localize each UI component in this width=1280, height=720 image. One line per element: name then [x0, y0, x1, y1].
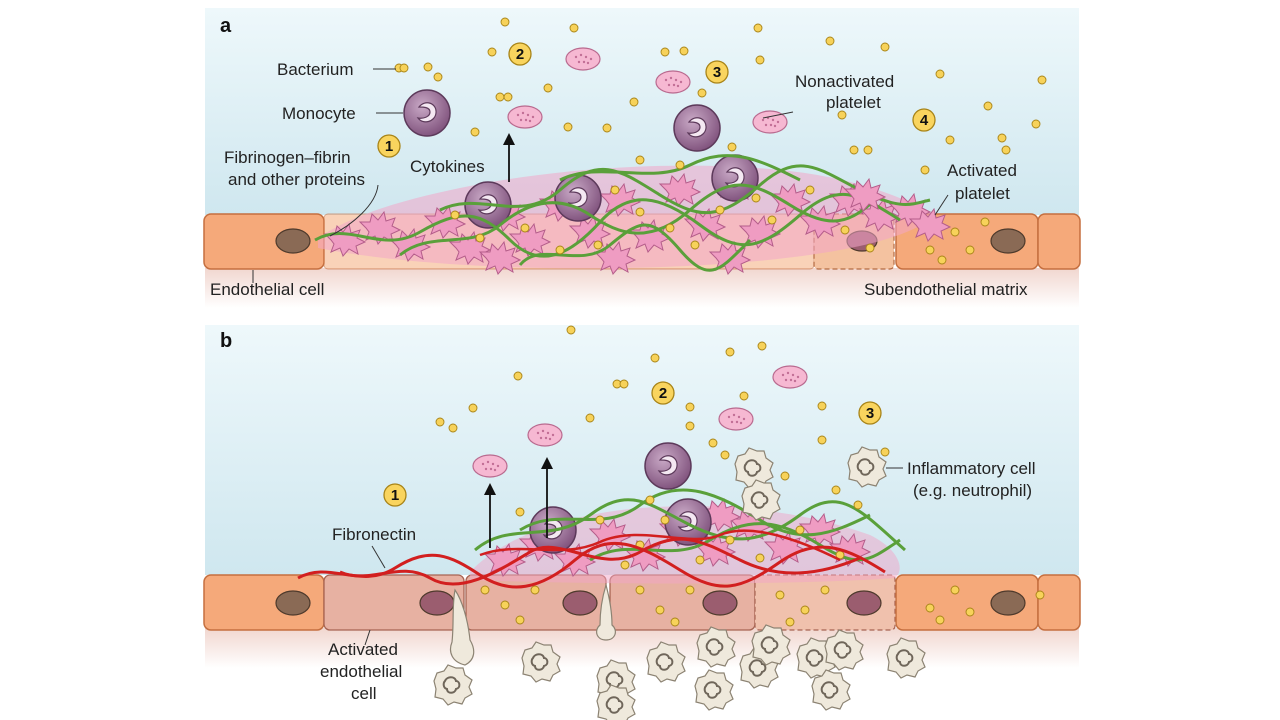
inflammatory-cells	[433, 446, 926, 720]
leader-lines-b	[364, 467, 903, 646]
panel-b-letter: b	[220, 330, 232, 352]
nucleus	[990, 590, 1026, 616]
label-activated-endo-3: cell	[351, 684, 377, 703]
nucleus	[275, 590, 311, 616]
label-nonactivated-1: Nonactivated	[795, 72, 894, 91]
fibronectin-strands	[297, 529, 886, 589]
platelet-a-1	[565, 47, 601, 71]
platelet-a-2	[655, 70, 691, 94]
label-fibronectin: Fibronectin	[332, 525, 416, 544]
platelet-a-3	[507, 105, 543, 129]
step-badge-a-2: 2	[508, 42, 532, 66]
svg-text:1: 1	[385, 138, 393, 155]
leader-lines-a	[252, 68, 949, 283]
label-activated-2: platelet	[955, 184, 1010, 203]
step-badge-a-1: 1	[377, 134, 401, 158]
platelet-b-2	[718, 407, 754, 431]
step-badge-b-3: 3	[858, 401, 882, 425]
step-badge-a-4: 4	[912, 108, 936, 132]
label-fibrinogen-1: Fibrinogen–fibrin	[224, 148, 351, 167]
label-monocyte: Monocyte	[282, 104, 356, 123]
step-badge-a-3: 3	[705, 60, 729, 84]
panel-a-letter: a	[220, 15, 232, 37]
label-activated-endo-2: endothelial	[320, 662, 402, 681]
label-bacterium: Bacterium	[277, 60, 354, 79]
platelet-b-4	[472, 454, 508, 478]
panel-b-matrix	[205, 628, 1079, 668]
svg-text:4: 4	[920, 112, 929, 129]
nucleus	[562, 590, 598, 616]
svg-text:2: 2	[516, 46, 524, 63]
label-fibrinogen-2: and other proteins	[228, 170, 365, 189]
label-nonactivated-2: platelet	[826, 93, 881, 112]
nucleus	[275, 228, 311, 254]
nucleus	[419, 590, 455, 616]
svg-text:2: 2	[659, 385, 667, 402]
panel-a-matrix	[205, 268, 1079, 308]
cytokines-arrow-a	[503, 133, 515, 182]
panel-b: b	[203, 325, 1081, 720]
svg-text:1: 1	[391, 487, 399, 504]
label-subendothelial: Subendothelial matrix	[864, 280, 1028, 299]
arrows-b	[484, 457, 553, 548]
monocyte-a-2	[673, 104, 721, 152]
nucleus	[702, 590, 738, 616]
endothelial-cells-b	[203, 574, 1081, 631]
nucleus	[846, 590, 882, 616]
label-activated-endo-1: Activated	[328, 640, 398, 659]
monocyte-a	[403, 89, 451, 137]
monocyte-b	[644, 442, 692, 490]
label-endothelial: Endothelial cell	[210, 280, 324, 299]
label-cytokines: Cytokines	[410, 157, 485, 176]
platelet-b-3	[527, 423, 563, 447]
thrombus-a	[314, 154, 935, 275]
label-activated-1: Activated	[947, 161, 1017, 180]
platelet-b-1	[772, 365, 808, 389]
panel-a: a	[203, 8, 1081, 308]
label-inflammatory-2: (e.g. neutrophil)	[913, 481, 1032, 500]
step-badge-b-1: 1	[383, 483, 407, 507]
step-badge-b-2: 2	[651, 381, 675, 405]
nucleus	[990, 228, 1026, 254]
label-inflammatory-1: Inflammatory cell	[907, 459, 1035, 478]
svg-text:3: 3	[713, 64, 721, 81]
svg-text:3: 3	[866, 405, 874, 422]
